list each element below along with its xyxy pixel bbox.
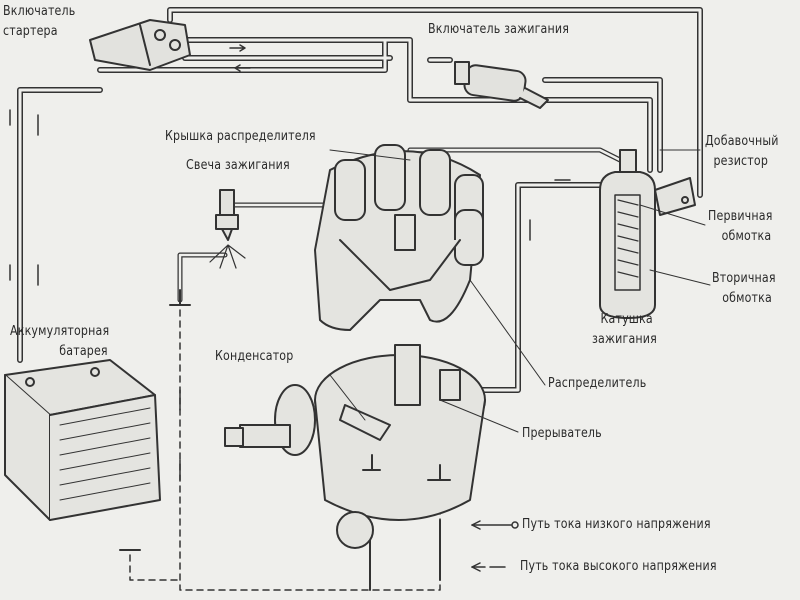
starter-switch-drawing bbox=[89, 19, 191, 71]
label-line: Первичная bbox=[708, 209, 773, 224]
label-battery: Аккумуляторная батарея bbox=[10, 322, 109, 362]
label-line: Катушка bbox=[600, 312, 653, 327]
label-line: зажигания bbox=[592, 332, 657, 347]
label-breaker: Прерыватель bbox=[522, 426, 602, 441]
legend-symbols bbox=[471, 520, 519, 572]
distributor-cap-drawing bbox=[314, 144, 484, 331]
label-ignition-switch: Включатель зажигания bbox=[428, 22, 570, 37]
label-line: Добавочный bbox=[705, 134, 779, 149]
label-line: стартера bbox=[3, 24, 58, 39]
label-distributor: Распределитель bbox=[548, 376, 647, 391]
label-ignition-coil: Катушка зажигания bbox=[592, 310, 657, 350]
label-line: Аккумуляторная bbox=[10, 324, 110, 339]
label-line: обмотка bbox=[722, 291, 772, 306]
ground-symbols bbox=[119, 289, 451, 551]
ignition-switch-drawing bbox=[454, 61, 549, 109]
ignition-coil-drawing bbox=[599, 149, 696, 319]
label-line: резистор bbox=[713, 154, 769, 169]
label-line: Вторичная bbox=[712, 271, 776, 286]
legend-high-voltage: Путь тока высокого напряжения bbox=[520, 559, 717, 574]
distributor-body-drawing bbox=[224, 344, 486, 591]
label-primary-winding: Первичная обмотка bbox=[708, 207, 773, 247]
label-distributor-cap: Крышка распределителя bbox=[165, 129, 316, 144]
label-line: батарея bbox=[59, 344, 108, 359]
label-line: обмотка bbox=[721, 229, 772, 244]
battery-drawing bbox=[4, 359, 161, 521]
legend-low-voltage: Путь тока низкого напряжения bbox=[522, 517, 711, 532]
spark-plug-drawing bbox=[209, 189, 246, 269]
label-spark-plug: Свеча зажигания bbox=[186, 158, 290, 173]
label-ballast-resistor: Добавочный резистор bbox=[705, 132, 779, 172]
label-line: Включатель bbox=[3, 4, 76, 19]
label-secondary-winding: Вторичная обмотка bbox=[712, 269, 776, 309]
label-condenser: Конденсатор bbox=[215, 349, 294, 364]
label-starter-switch: Включатель стартера bbox=[3, 2, 75, 42]
